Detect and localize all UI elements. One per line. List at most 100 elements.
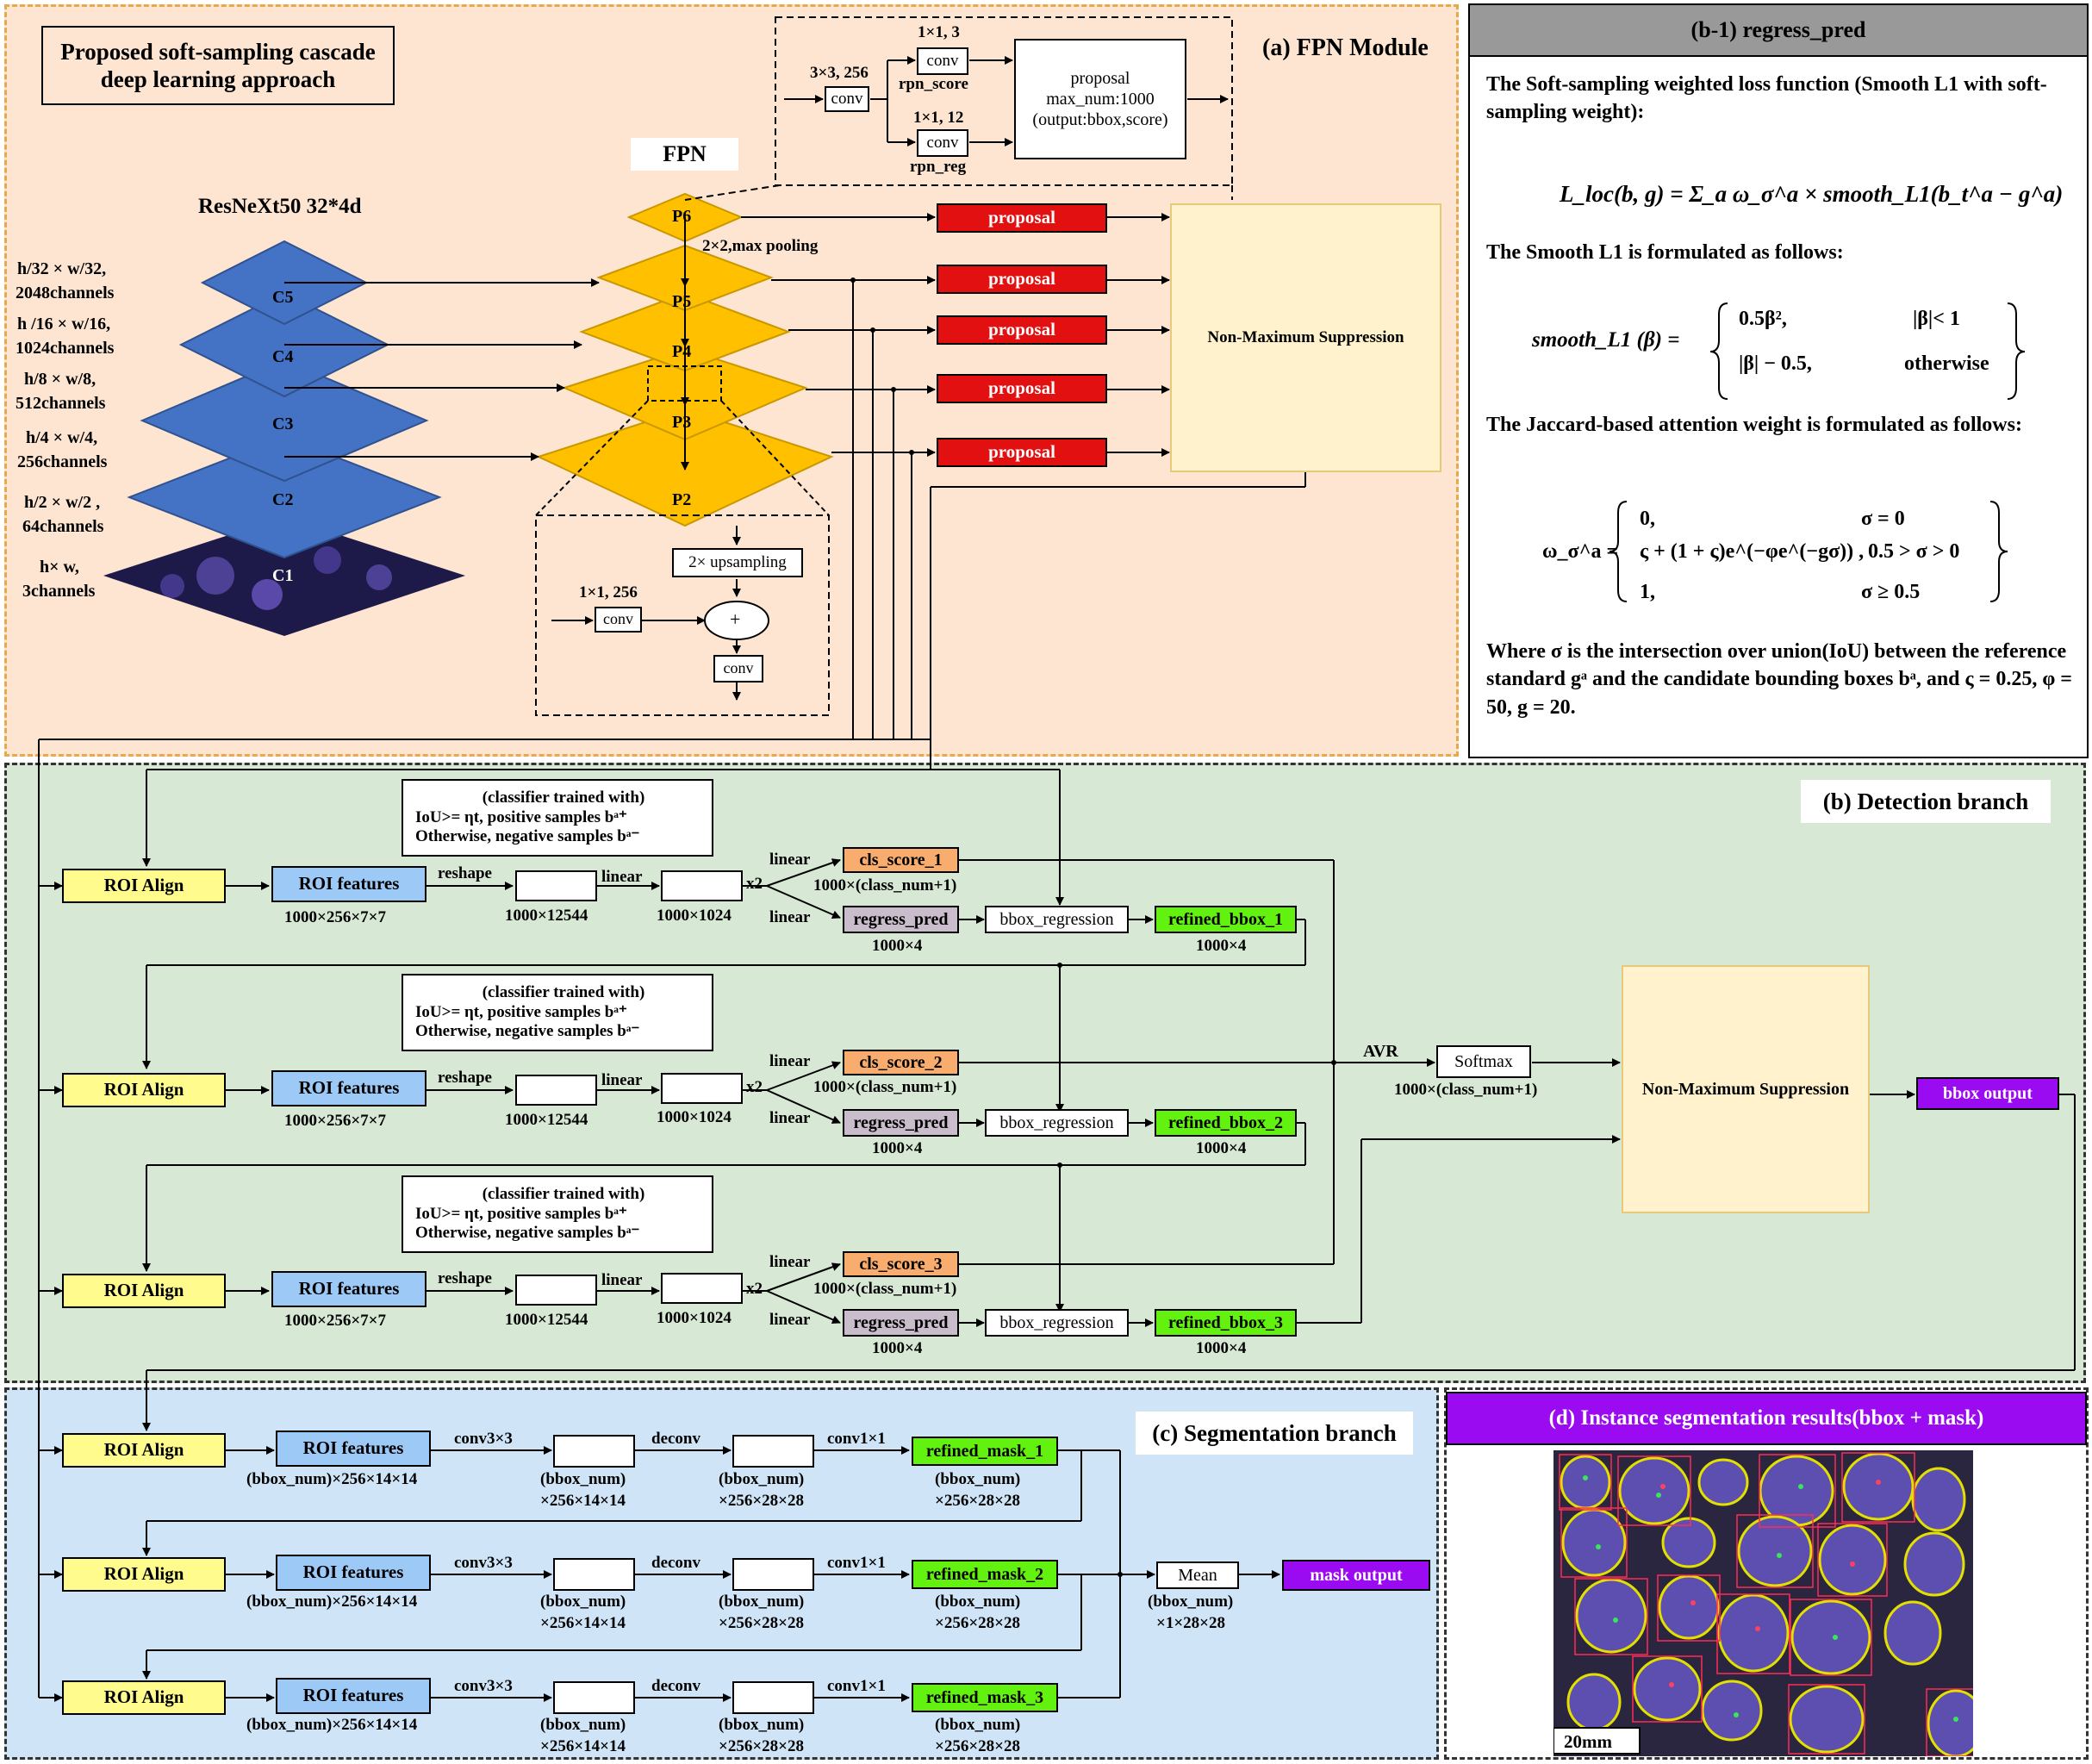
seg-roi-features-1: ROI features [276, 1431, 431, 1467]
refined-mask-1: refined_mask_1 [912, 1437, 1058, 1466]
softmax-box: Softmax [1436, 1045, 1531, 1078]
regress-pred-2: regress_pred [843, 1109, 959, 1137]
seg-deconv-feat-1 [732, 1435, 814, 1468]
fpn-module-label: (a) FPN Module [1262, 34, 1429, 61]
mean-dim-a: (bbox_num) [1148, 1593, 1234, 1611]
reg-dim-3: 1000×4 [872, 1339, 923, 1357]
upsample-conv-out: conv [713, 655, 763, 683]
mask-output: mask output [1282, 1560, 1430, 1591]
mask-dim-2a: (bbox_num) [935, 1593, 1021, 1611]
sum-label: + [730, 608, 741, 630]
proposal-p3: proposal [937, 374, 1107, 403]
mask-dim-1b: ×256×28×28 [935, 1492, 1020, 1510]
max-pool-label: 2×2,max pooling [702, 237, 819, 255]
seg-conv-dim-2a: (bbox_num) [540, 1593, 626, 1611]
seg-conv-feat-1 [553, 1435, 635, 1468]
det-linear-reg-2: linear [769, 1109, 811, 1127]
smooth-case-2-cond: otherwise [1904, 352, 1989, 375]
rpn-reg-dim: 1×1, 12 [913, 109, 964, 127]
regress-text-4: Where σ is the intersection over union(I… [1486, 640, 2072, 719]
omega-lhs: ω_σ^a = [1542, 540, 1619, 563]
smooth-case-1: 0.5β², [1739, 308, 1787, 330]
seg-deconv-dim-2a: (bbox_num) [719, 1593, 805, 1611]
seg-roi-features-2: ROI features [276, 1555, 431, 1591]
mask-dim-3b: ×256×28×28 [935, 1737, 1020, 1755]
classifier-note-title: (classifier trained with) [482, 788, 645, 807]
det-linear-cls-1: linear [769, 851, 811, 869]
c4-label: C4 [272, 347, 294, 366]
refined-dim-3: 1000×4 [1196, 1339, 1247, 1357]
refined-bbox-2: refined_bbox_2 [1155, 1109, 1297, 1137]
seg-roi-dim-2: (bbox_num)×256×14×14 [246, 1593, 418, 1611]
seg-conv-dim-3b: ×256×14×14 [540, 1737, 626, 1755]
det-roi-dim-2: 1000×256×7×7 [284, 1112, 386, 1130]
reg-dim-1: 1000×4 [872, 937, 923, 955]
scale-bar-label: 20mm [1564, 1731, 1612, 1752]
bbox-regression-1: bbox_regression [985, 906, 1129, 933]
regress-pred-3: regress_pred [843, 1309, 959, 1337]
seg-conv-feat-3 [553, 1681, 635, 1714]
det-linear-2: linear [601, 1071, 643, 1089]
smooth-case-1-cond: |β|< 1 [1913, 308, 1960, 330]
det-linear-1: linear [601, 868, 643, 886]
classifier-note-pos: IoU>= ηt, positive samples bᵃ⁺ [415, 1204, 627, 1223]
reg-dim-2: 1000×4 [872, 1139, 923, 1157]
softmax-dim: 1000×(class_num+1) [1394, 1081, 1538, 1099]
upsample-conv-dim: 1×1, 256 [579, 583, 638, 602]
det-fc-2 [661, 1073, 743, 1104]
seg-deconv-feat-2 [732, 1558, 814, 1591]
det-x2-2: x2 [746, 1078, 763, 1096]
rpn-reg-label: rpn_reg [910, 158, 967, 176]
det-fc-1 [661, 870, 743, 901]
det-reshape-3: reshape [438, 1269, 492, 1287]
det-linear-3: linear [601, 1271, 643, 1289]
det-reshape-2: reshape [438, 1069, 492, 1087]
det-roi-align-3: ROI Align [62, 1274, 226, 1308]
mask-dim-1a: (bbox_num) [935, 1470, 1021, 1488]
proposal-p4: proposal [937, 315, 1107, 345]
rpn-output: (output:bbox,score) [1032, 110, 1168, 129]
seg-roi-align-1: ROI Align [62, 1433, 226, 1468]
det-fc-dim-3: 1000×1024 [657, 1309, 732, 1327]
rpn-conv: conv [825, 86, 869, 112]
det-linear-reg-1: linear [769, 908, 811, 926]
det-flat-1 [515, 870, 597, 901]
seg-conv-dim-1b: ×256×14×14 [540, 1492, 626, 1510]
c5-label: C5 [272, 288, 294, 307]
seg-roi-align-2: ROI Align [62, 1557, 226, 1592]
rpn-conv-in-dim: 3×3, 256 [810, 64, 869, 82]
results-header: (d) Instance segmentation results(bbox +… [1446, 1392, 2087, 1445]
mean-box: Mean [1156, 1561, 1239, 1589]
cls-dim-1: 1000×(class_num+1) [813, 876, 957, 894]
det-flat-3 [515, 1275, 597, 1306]
rpn-score-conv: conv [917, 47, 968, 75]
det-roi-align-1: ROI Align [62, 869, 226, 903]
seg-deconv-dim-3a: (bbox_num) [719, 1716, 805, 1734]
seg-roi-align-3: ROI Align [62, 1680, 226, 1715]
detection-branch-label: (b) Detection branch [1801, 780, 2051, 823]
det-roi-dim-3: 1000×256×7×7 [284, 1312, 386, 1330]
rpn-proposal-title: proposal [1070, 69, 1130, 88]
bbox-regression-2: bbox_regression [985, 1109, 1129, 1137]
det-fc-dim-1: 1000×1024 [657, 907, 732, 925]
refined-mask-3: refined_mask_3 [912, 1683, 1058, 1712]
p2-label: P2 [672, 490, 692, 509]
det-roi-dim-1: 1000×256×7×7 [284, 908, 386, 926]
c2-dim-2: 256channels [17, 452, 108, 471]
mask-dim-3a: (bbox_num) [935, 1716, 1021, 1734]
sum-node [704, 601, 769, 640]
classifier-note-neg: Otherwise, negative samples bᵃ⁻ [415, 1224, 640, 1243]
refined-dim-1: 1000×4 [1196, 937, 1247, 955]
upsample-box: 2× upsampling [672, 548, 803, 577]
det-flat-dim-1: 1000×12544 [505, 907, 588, 925]
seg-conv3-1: conv3×3 [454, 1430, 513, 1448]
classifier-note-3: (classifier trained with) IoU>= ηt, posi… [402, 1175, 713, 1253]
segmentation-branch-label: (c) Segmentation branch [1136, 1412, 1413, 1455]
refined-dim-2: 1000×4 [1196, 1139, 1247, 1157]
seg-deconv-2: deconv [651, 1554, 700, 1572]
upsample-conv-in: conv [595, 607, 642, 633]
omega-case-1: 0, [1640, 508, 1655, 530]
rpn-proposal-box: proposal max_num:1000 (output:bbox,score… [1014, 39, 1186, 159]
det-x2-3: x2 [746, 1280, 763, 1298]
upsample-inset [535, 514, 830, 716]
